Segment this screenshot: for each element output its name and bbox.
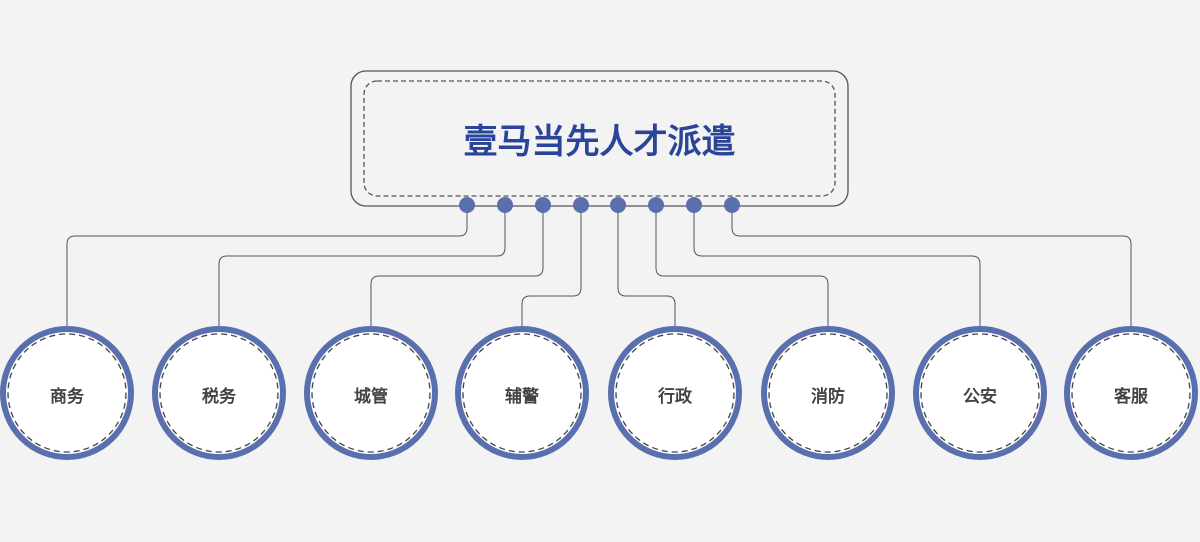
node-label: 行政 [658, 387, 692, 407]
node-dashed-ring [159, 333, 279, 453]
node-dashed-ring [615, 333, 735, 453]
node-dashed-ring [7, 333, 127, 453]
node-circle [761, 326, 895, 460]
connector-line [521, 205, 582, 326]
node-label: 消防 [811, 387, 845, 407]
node-circle [1064, 326, 1198, 460]
connector-dot [686, 197, 702, 213]
node-label: 公安 [963, 387, 997, 407]
connector-dot [724, 197, 740, 213]
node-dashed-ring [1071, 333, 1191, 453]
connector-line [693, 205, 981, 326]
connector-line [617, 205, 676, 326]
node-dashed-ring [462, 333, 582, 453]
connector-dot [573, 197, 589, 213]
node-circle [913, 326, 1047, 460]
node-circle [608, 326, 742, 460]
node-label: 税务 [202, 387, 236, 407]
root-box-inner-dashed [363, 80, 836, 197]
node-circle [455, 326, 589, 460]
node-label: 客服 [1114, 387, 1148, 407]
root-box-outer [350, 70, 849, 207]
connector-dot [497, 197, 513, 213]
node-label: 辅警 [505, 387, 539, 407]
node-label: 城管 [354, 387, 388, 407]
connector-line [370, 205, 544, 326]
connector-dot [459, 197, 475, 213]
node-circle [0, 326, 134, 460]
node-dashed-ring [920, 333, 1040, 453]
connector-line [655, 205, 829, 326]
connector-dot [648, 197, 664, 213]
node-dashed-ring [311, 333, 431, 453]
connector-dot [610, 197, 626, 213]
connector-line [218, 205, 506, 326]
node-circle [304, 326, 438, 460]
node-dashed-ring [768, 333, 888, 453]
root-title: 壹马当先人才派遣 [463, 122, 736, 162]
connector-line [66, 205, 468, 326]
node-circle [152, 326, 286, 460]
node-label: 商务 [50, 387, 84, 407]
connector-line [731, 205, 1132, 326]
connector-dot [535, 197, 551, 213]
